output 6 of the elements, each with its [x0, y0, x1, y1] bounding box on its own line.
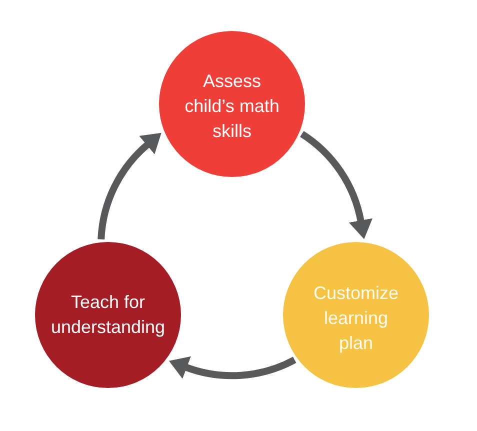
- step-text: Teach for understanding: [50, 291, 166, 339]
- cycle-arrow: [168, 356, 296, 380]
- step-text: Customize learning plan: [312, 282, 400, 355]
- step-text: Assess child’s math skills: [184, 70, 280, 143]
- cycle-arrow: [98, 132, 161, 240]
- cycle-arrow: [300, 131, 372, 239]
